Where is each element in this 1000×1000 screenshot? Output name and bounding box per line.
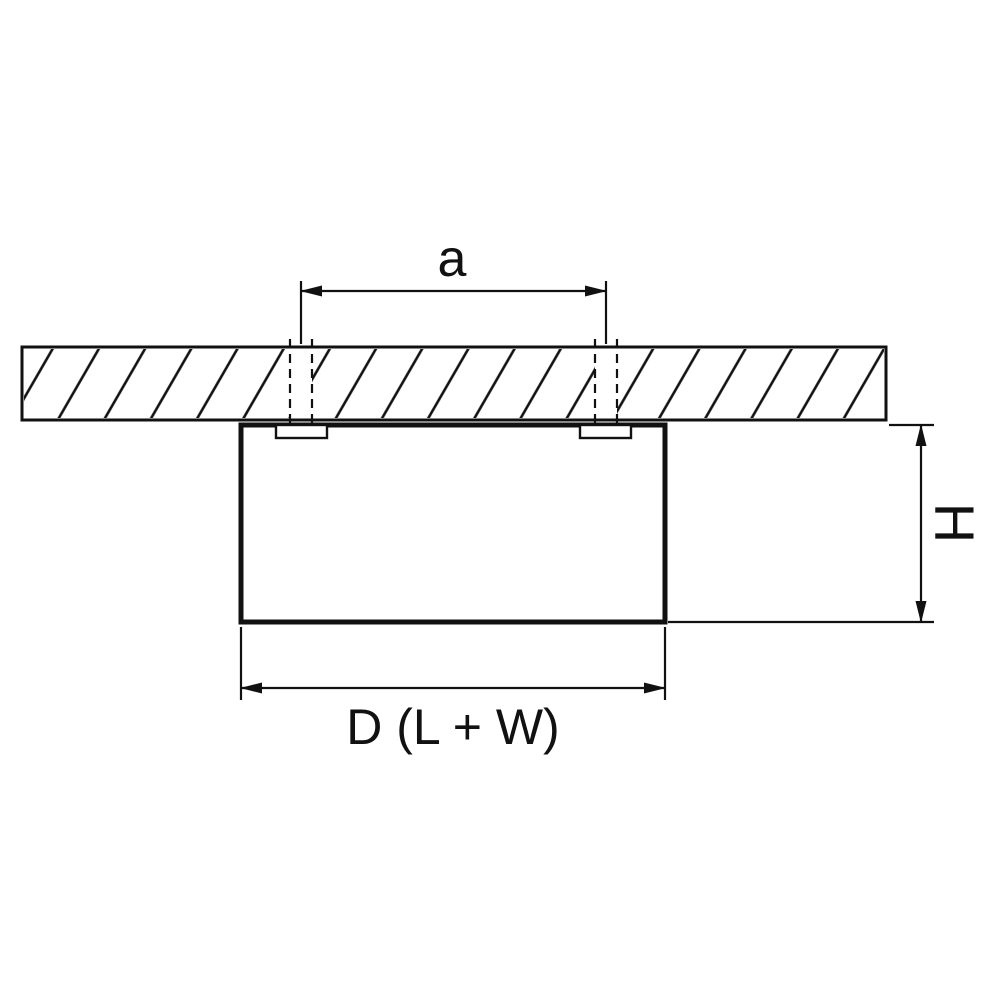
dimension-a-label: a (438, 230, 467, 288)
dimension-h-label: H (923, 503, 986, 543)
dimension-h: H (668, 423, 986, 624)
fixture-body (238, 422, 668, 625)
ceiling-hatch-left (24, 349, 290, 418)
ceiling-section (20, 345, 888, 422)
dimension-a: a (299, 230, 608, 344)
ceiling-hatch-right (617, 349, 884, 418)
dimension-d: D (L + W) (239, 627, 667, 755)
mounting-tab-right (578, 423, 633, 440)
mounting-tab-left (274, 423, 329, 440)
dimension-d-label: D (L + W) (346, 699, 559, 755)
ceiling-hatch-middle (312, 349, 595, 418)
